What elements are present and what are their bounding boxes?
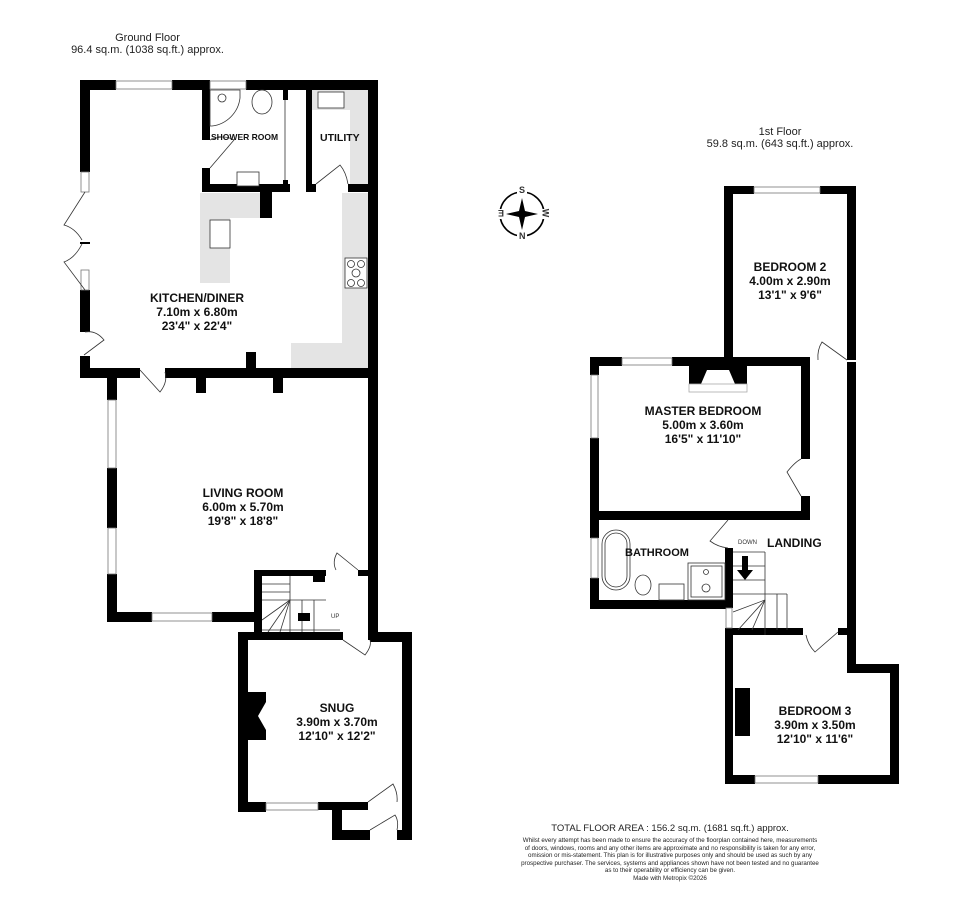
footer: TOTAL FLOOR AREA : 156.2 sq.m. (1681 sq.…: [500, 823, 840, 883]
room-metric: 6.00m x 5.70m: [202, 500, 284, 514]
landing-label: LANDING: [767, 536, 822, 550]
ground-floor-area: 96.4 sq.m. (1038 sq.ft.) approx.: [71, 44, 224, 56]
total-floor-area: TOTAL FLOOR AREA : 156.2 sq.m. (1681 sq.…: [551, 823, 789, 834]
room-name: BEDROOM 2: [753, 260, 827, 274]
utility-label: UTILITY: [320, 132, 360, 144]
first-floor-heading: 1st Floor 59.8 sq.m. (643 sq.ft.) approx…: [690, 126, 870, 150]
room-bedroom-2: BEDROOM 2 4.00m x 2.90m 13'1" x 9'6": [749, 260, 830, 302]
room-name: SNUG: [319, 701, 355, 715]
disclaimer-line: prospective purchaser. The services, sys…: [521, 859, 819, 867]
room-imperial: 13'1" x 9'6": [758, 288, 822, 302]
disclaimer-line: omission or mis-statement. This plan is …: [528, 852, 812, 860]
disclaimer-line: of doors, windows, rooms and any other i…: [524, 844, 816, 852]
room-name: MASTER BEDROOM: [644, 404, 762, 418]
room-master-bedroom: MASTER BEDROOM 5.00m x 3.60m 16'5" x 11'…: [645, 404, 762, 446]
credit: Made with Metropix ©2026: [633, 874, 707, 882]
room-bedroom-3: BEDROOM 3 3.90m x 3.50m 12'10" x 11'6": [774, 704, 855, 746]
stairs-down-label: DOWN: [738, 540, 757, 546]
room-metric: 5.00m x 3.60m: [662, 418, 744, 432]
compass-n: N: [519, 231, 526, 241]
room-name: BEDROOM 3: [778, 704, 852, 718]
first-floor-title: 1st Floor: [758, 126, 802, 138]
ground-floor-title: Ground Floor: [115, 32, 180, 44]
room-imperial: 12'10" x 12'2": [298, 729, 376, 743]
compass-w: W: [540, 208, 551, 218]
first-floor-plan: [590, 186, 899, 784]
room-imperial: 12'10" x 11'6": [776, 732, 854, 746]
room-name: KITCHEN/DINER: [149, 291, 245, 305]
room-living-room: LIVING ROOM 6.00m x 5.70m 19'8" x 18'8": [202, 486, 283, 528]
disclaimer-line: Whilst every attempt has been made to en…: [522, 837, 818, 844]
disclaimer: Whilst every attempt has been made to en…: [500, 837, 840, 883]
ground-floor-plan: [63, 80, 412, 840]
room-metric: 3.90m x 3.50m: [774, 718, 856, 732]
room-metric: 3.90m x 3.70m: [296, 715, 378, 729]
room-name: LIVING ROOM: [202, 486, 284, 500]
room-metric: 4.00m x 2.90m: [749, 274, 831, 288]
stairs-up-label: UP: [331, 614, 340, 620]
shower-room-label: SHOWER ROOM: [211, 132, 279, 142]
ground-floor-heading: Ground Floor 96.4 sq.m. (1038 sq.ft.) ap…: [60, 32, 235, 56]
compass-s: S: [519, 185, 526, 195]
room-imperial: 23'4" x 22'4": [161, 319, 233, 333]
room-snug: SNUG 3.90m x 3.70m 12'10" x 12'2": [296, 701, 377, 743]
bathroom-label: BATHROOM: [625, 547, 689, 559]
room-metric: 7.10m x 6.80m: [156, 305, 238, 319]
room-imperial: 19'8" x 18'8": [207, 514, 279, 528]
disclaimer-line: as to their operability or efficiency ca…: [604, 867, 736, 875]
room-imperial: 16'5" x 11'10": [664, 432, 742, 446]
first-floor-area: 59.8 sq.m. (643 sq.ft.) approx.: [706, 138, 854, 150]
compass-e: E: [498, 208, 505, 218]
compass-rose: [496, 188, 548, 240]
room-kitchen-diner: KITCHEN/DINER 7.10m x 6.80m 23'4" x 22'4…: [150, 291, 244, 333]
